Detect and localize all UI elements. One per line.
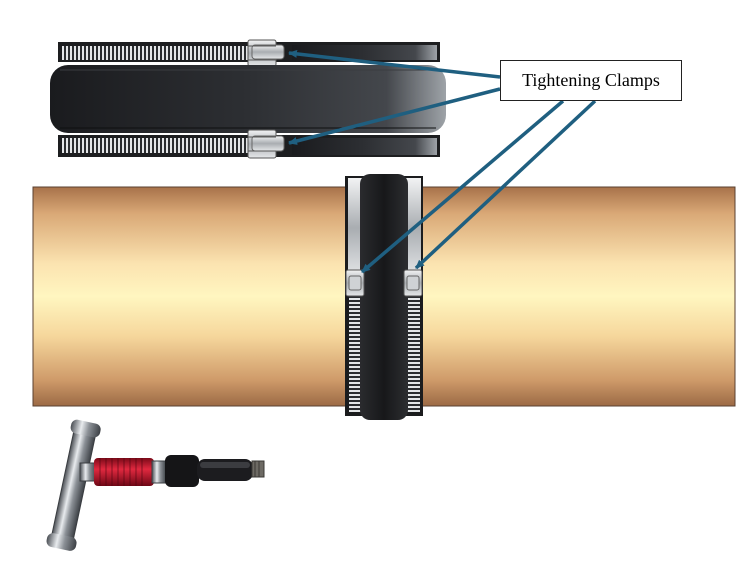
arrow-to-left-clamp <box>360 99 565 274</box>
right-clamp-icon <box>403 269 423 297</box>
callout-arrows <box>288 49 597 274</box>
bottom-band-right <box>292 138 437 155</box>
rubber-coupling-icon <box>50 39 446 159</box>
callout-label: Tightening Clamps <box>522 70 660 90</box>
left-clamp-icon <box>345 269 365 297</box>
arrow-to-top-clamp <box>288 49 501 79</box>
callout-label-box: Tightening Clamps <box>500 60 682 101</box>
bottom-band-teeth <box>62 138 248 153</box>
ratchet-driver-icon <box>46 419 265 551</box>
arrow-to-right-clamp <box>414 99 597 270</box>
top-band-teeth <box>62 46 248 60</box>
bottom-clamp-icon <box>247 129 285 159</box>
installed-coupling-icon <box>345 174 423 420</box>
coupling-body <box>50 65 446 133</box>
top-band-right <box>292 45 437 60</box>
top-clamp-icon <box>247 39 285 67</box>
arrow-to-bottom-clamp <box>288 87 501 145</box>
